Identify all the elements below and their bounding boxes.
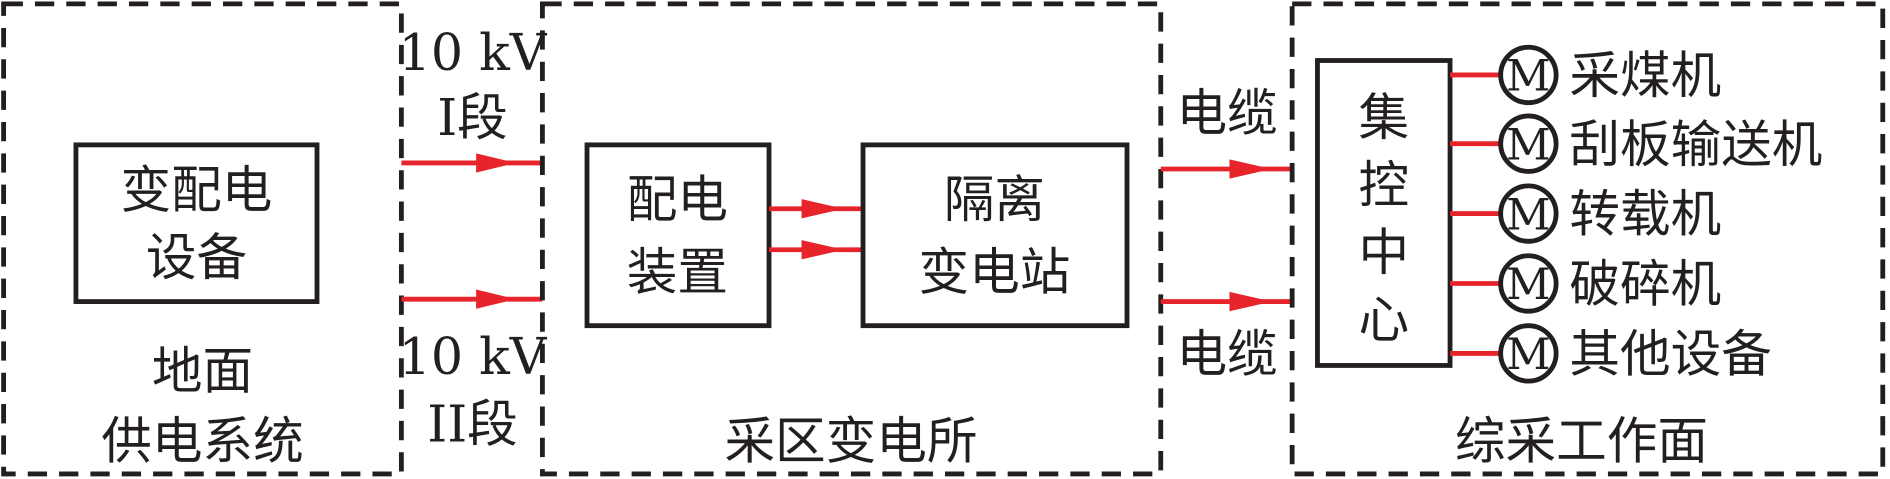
motor-icon	[1498, 323, 1559, 384]
transformer-equipment-line1: 变配电	[121, 161, 273, 220]
mining-substation-region	[540, 1, 1164, 477]
isolation-substation-line2: 变电站	[919, 243, 1071, 302]
distribution-device-line1: 配电	[627, 170, 728, 229]
arrow-icon	[1229, 159, 1272, 179]
equipment-label: 刮板输送机	[1569, 115, 1822, 174]
equipment-label: 破碎机	[1569, 255, 1721, 314]
feeder-lower-voltage: 10 kV	[399, 327, 548, 386]
arrow-icon	[476, 153, 516, 173]
motor-icon	[1498, 44, 1559, 106]
arrow-icon	[1229, 291, 1272, 312]
control-center-char: 集	[1358, 88, 1409, 147]
equipment-label: 采煤机	[1569, 46, 1721, 105]
arrow-icon	[801, 240, 844, 260]
motor-icon	[1498, 253, 1559, 314]
arrow-icon	[476, 289, 516, 309]
transformer-equipment-line2: 设备	[146, 228, 247, 287]
feeder-upper-section: I段	[437, 88, 508, 147]
cable-lower-label: 电缆	[1176, 324, 1277, 383]
control-center-char: 控	[1358, 156, 1409, 215]
motor-symbol: M	[1506, 260, 1550, 310]
substation-label: 采区变电所	[724, 411, 977, 470]
motor-icon	[1498, 113, 1559, 174]
motor-symbol: M	[1506, 330, 1550, 380]
fully-mechanized-face-region	[1289, 1, 1886, 477]
arrow-icon	[801, 199, 844, 219]
ground-label-line1: 地面	[152, 341, 253, 400]
control-center-char: 心	[1358, 291, 1409, 350]
feeder-upper-voltage: 10 kV	[399, 23, 548, 82]
ground-label-line2: 供电系统	[101, 411, 303, 470]
equipment-label: 转载机	[1569, 185, 1721, 244]
feeder-lower-section: II段	[427, 394, 518, 453]
transformer-equipment-box	[73, 142, 320, 304]
motor-symbol: M	[1506, 120, 1550, 170]
distribution-device-box	[584, 142, 772, 329]
motor-symbol: M	[1506, 190, 1550, 240]
control-center-char: 中	[1358, 223, 1409, 282]
equipment-label: 其他设备	[1569, 324, 1771, 383]
motor-icon	[1498, 183, 1559, 244]
distribution-device-line2: 装置	[627, 243, 728, 302]
cable-upper-label: 电缆	[1176, 83, 1277, 142]
ground-supply-region	[1, 1, 404, 477]
motor-symbol: M	[1506, 52, 1550, 102]
face-label: 综采工作面	[1455, 411, 1708, 470]
isolation-substation-line1: 隔离	[944, 170, 1045, 229]
isolation-substation-box	[860, 142, 1130, 329]
